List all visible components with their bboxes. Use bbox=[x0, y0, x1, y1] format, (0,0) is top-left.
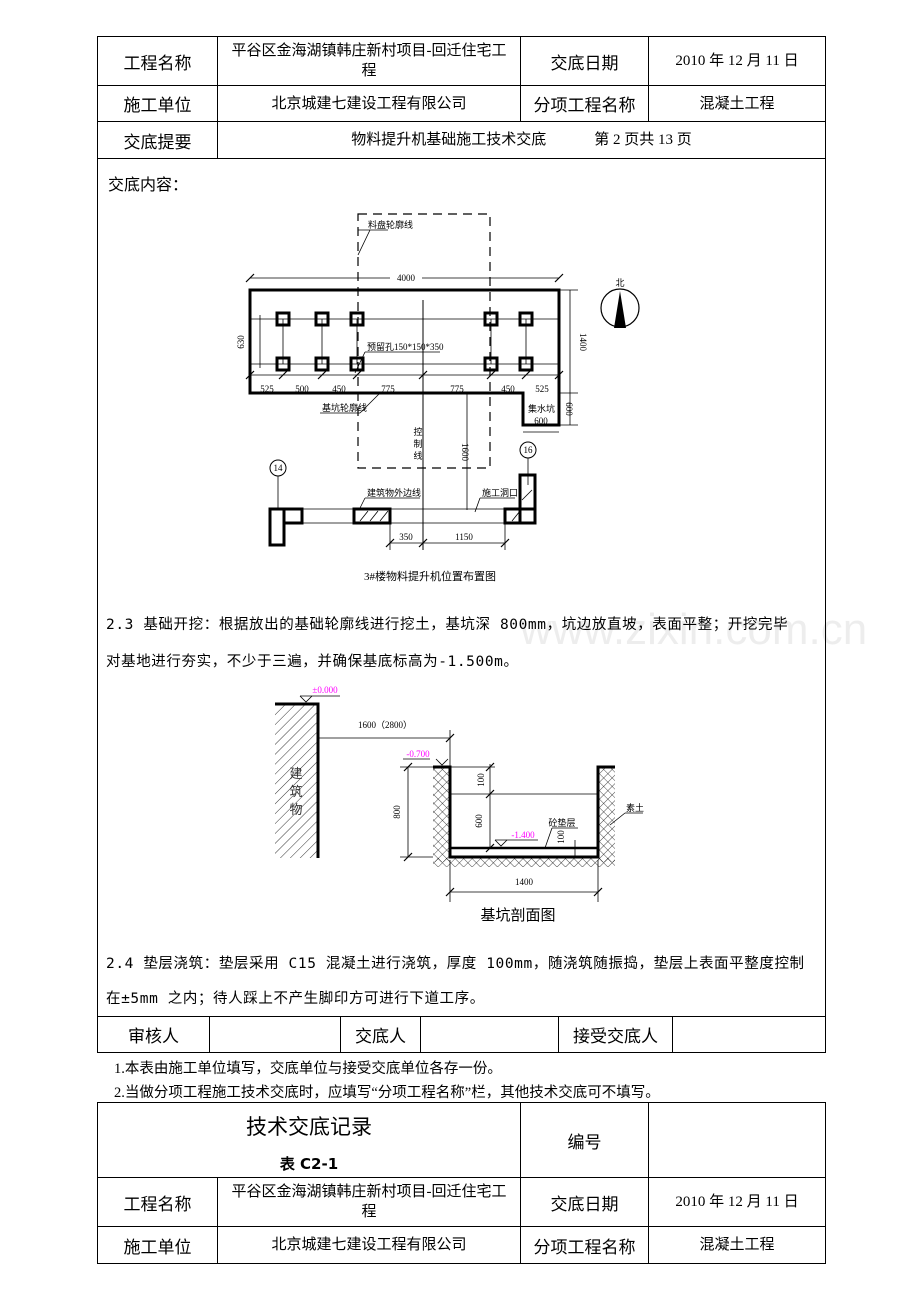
dim-wall: 350 bbox=[399, 532, 413, 542]
axis-14: 14 bbox=[274, 463, 284, 473]
date-label-2: 交底日期 bbox=[520, 1177, 649, 1227]
form-title: 技术交底记录 bbox=[246, 1114, 372, 1139]
pit-outline-label: 基坑轮廓线 bbox=[322, 402, 367, 413]
contractor: 北京城建七建设工程有限公司 bbox=[217, 85, 521, 122]
reserved-hole-label: 预留孔150*150*350 bbox=[367, 341, 444, 352]
cushion-label: 砼垫层 bbox=[548, 817, 575, 828]
contractor-2: 北京城建七建设工程有限公司 bbox=[217, 1226, 521, 1264]
date: 2010 年 12 月 11 日 bbox=[648, 36, 826, 86]
receiver-field[interactable] bbox=[672, 1016, 826, 1053]
dim-bottom: 775 bbox=[381, 384, 395, 394]
pit-section-diagram: 1600（2800） ±0.000 -0.700 -1.400 800 100 … bbox=[275, 685, 644, 924]
summary-label: 交底提要 bbox=[97, 121, 218, 159]
dim-bottom: 450 bbox=[501, 384, 515, 394]
platform-outline bbox=[357, 213, 491, 469]
dim-bottom: 775 bbox=[450, 384, 464, 394]
form-title-cell: 技术交底记录 表 C2-1 bbox=[97, 1102, 521, 1178]
sump-label: 集水坑 bbox=[528, 403, 555, 414]
note-2: 2.当做分项工程施工技术交底时，应填写“分项工程名称”栏，其他技术交底可不填写。 bbox=[114, 1085, 660, 1101]
dim-sump-depth: 600 bbox=[564, 402, 574, 416]
construction-opening-label: 施工洞口 bbox=[482, 487, 518, 498]
pit-outline bbox=[433, 765, 615, 859]
control-line-label: 线 bbox=[413, 450, 422, 461]
building-label: 建 bbox=[289, 766, 302, 781]
dimension-ticks bbox=[245, 273, 564, 548]
elevation-top: -0.700 bbox=[406, 749, 430, 759]
dim-bottom: 525 bbox=[260, 384, 274, 394]
north-label: 北 bbox=[615, 278, 624, 288]
building-label: 物 bbox=[289, 802, 302, 817]
dim-depth: 800 bbox=[392, 805, 402, 819]
dim-sump-width: 600 bbox=[534, 416, 548, 426]
subproject: 混凝土工程 bbox=[648, 85, 826, 122]
reviewer-label: 审核人 bbox=[97, 1016, 210, 1053]
pit-outline bbox=[248, 288, 561, 427]
watermark: www.zixin.com.cn bbox=[520, 605, 868, 654]
paragraph-2-4-line2: 在±5mm 之内；待人踩上不产生脚印方可进行下道工序。 bbox=[106, 991, 485, 1007]
number-field[interactable] bbox=[648, 1102, 826, 1178]
building-walls bbox=[268, 473, 537, 547]
platform-outline-label: 料盘轮廓线 bbox=[368, 219, 413, 230]
control-line-label: 控 bbox=[413, 426, 422, 437]
content-heading: 交底内容： bbox=[108, 175, 189, 194]
elevation-bottom: -1.400 bbox=[511, 830, 535, 840]
reviewer-field[interactable] bbox=[209, 1016, 341, 1053]
dim-wall: 1150 bbox=[455, 532, 473, 542]
control-line-label: 制 bbox=[413, 438, 422, 449]
dim-top: 100 bbox=[476, 773, 486, 787]
project-name: 平谷区金海湖镇韩庄新村项目-回迁住宅工程 bbox=[217, 36, 521, 86]
dim-bottom: 525 bbox=[535, 384, 549, 394]
elevation-zero: ±0.000 bbox=[312, 685, 338, 695]
distance-label: 1600（2800） bbox=[358, 720, 412, 730]
paragraph-2-4-line1: 2.4 垫层浇筑：垫层采用 C15 混凝土进行浇筑，厚度 100mm，随浇筑随振… bbox=[106, 956, 805, 972]
axis-14-marker bbox=[269, 459, 287, 477]
diagram2-caption: 基坑剖面图 bbox=[480, 907, 555, 924]
building-section bbox=[275, 704, 318, 858]
summary-cell: 物料提升机基础施工技术交底 第 2 页共 13 页 bbox=[217, 121, 826, 159]
dim-cushion: 100 bbox=[556, 830, 566, 844]
building-label: 筑 bbox=[289, 784, 302, 799]
discloser-field[interactable] bbox=[420, 1016, 559, 1053]
receiver-label: 接受交底人 bbox=[558, 1016, 673, 1053]
project-name-label-2: 工程名称 bbox=[97, 1177, 218, 1227]
project-name-label: 工程名称 bbox=[97, 36, 218, 86]
contractor-label-2: 施工单位 bbox=[97, 1226, 218, 1264]
contractor-label: 施工单位 bbox=[97, 85, 218, 122]
dim-bottom: 450 bbox=[332, 384, 346, 394]
dim-total: 4000 bbox=[397, 273, 416, 283]
discloser-label: 交底人 bbox=[340, 1016, 421, 1053]
number-label: 编号 bbox=[520, 1102, 649, 1178]
building-edge-label: 建筑物外边线 bbox=[367, 487, 421, 498]
dim-hole-spacing: 630 bbox=[236, 335, 246, 349]
dim-offset: 1600 bbox=[460, 443, 470, 462]
project-name-2: 平谷区金海湖镇韩庄新村项目-回迁住宅工程 bbox=[217, 1177, 521, 1227]
date-label: 交底日期 bbox=[520, 36, 649, 86]
dim-width: 1400 bbox=[515, 877, 534, 887]
hoist-layout-diagram: 4000 525 500 450 775 775 450 525 350 115… bbox=[236, 213, 640, 583]
dim-depth: 1400 bbox=[578, 333, 588, 352]
dim-bottom: 500 bbox=[295, 384, 309, 394]
axis-16-marker bbox=[519, 441, 537, 459]
dim-mid: 600 bbox=[474, 814, 484, 828]
date-2: 2010 年 12 月 11 日 bbox=[648, 1177, 826, 1227]
page-info: 第 2 页共 13 页 bbox=[594, 132, 692, 148]
summary: 物料提升机基础施工技术交底 bbox=[351, 132, 547, 148]
soil-label: 素土 bbox=[626, 802, 644, 813]
subproject-label-2: 分项工程名称 bbox=[520, 1226, 649, 1264]
form-number: 表 C2-1 bbox=[279, 1154, 339, 1173]
axis-16: 16 bbox=[524, 445, 534, 455]
paragraph-2-3-line1: 2.3 基础开挖：根据放出的基础轮廓线进行挖土，基坑深 800mm，坑边放直坡，… bbox=[106, 617, 789, 633]
subproject-label: 分项工程名称 bbox=[520, 85, 649, 122]
subproject-2: 混凝土工程 bbox=[648, 1226, 826, 1264]
paragraph-2-3-line2: 对基地进行夯实，不少于三遍，并确保基底标高为-1.500m。 bbox=[106, 654, 519, 670]
note-1: 1.本表由施工单位填写，交底单位与接受交底单位各存一份。 bbox=[114, 1061, 502, 1077]
diagram1-caption: 3#楼物料提升机位置布置图 bbox=[364, 569, 496, 583]
